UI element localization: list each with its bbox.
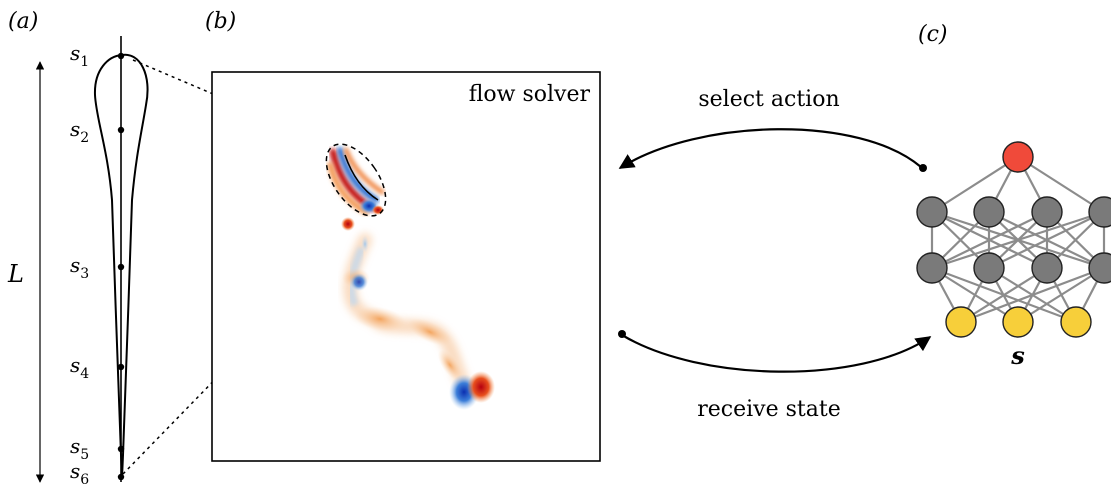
panel-b: (b) flow solver xyxy=(205,9,601,462)
network-edge xyxy=(988,211,1105,269)
network-edge xyxy=(931,266,1077,324)
interaction-arrows: select action receive state xyxy=(618,87,932,422)
hidden-node xyxy=(973,196,1005,228)
station-dot xyxy=(117,126,125,134)
hidden-node xyxy=(916,196,948,228)
panel-c-label: (c) xyxy=(918,22,948,47)
hidden-node xyxy=(1088,252,1111,284)
flow-domain-frame xyxy=(211,71,601,462)
fish-vorticity xyxy=(327,147,385,215)
panel-c: (c) s xyxy=(916,22,1111,370)
panel-b-label: (b) xyxy=(205,9,236,34)
network-edge xyxy=(931,267,1019,323)
vortex-wake xyxy=(341,217,475,397)
input-node xyxy=(1002,306,1034,338)
station-dot xyxy=(117,363,125,371)
network-nodes xyxy=(916,141,1111,338)
station-label: s5 xyxy=(70,434,89,463)
network-edge xyxy=(1017,156,1105,213)
station-label: s3 xyxy=(70,253,89,282)
station-label: s1 xyxy=(70,41,89,70)
network-edge xyxy=(931,211,1048,269)
network-edge xyxy=(988,267,1077,323)
hidden-node xyxy=(1031,252,1063,284)
select-action-origin-dot xyxy=(919,164,927,172)
body-length-label: L xyxy=(7,260,24,288)
station-label: s6 xyxy=(70,459,89,488)
station-dot xyxy=(117,473,125,481)
station-dot xyxy=(117,52,125,60)
input-node xyxy=(945,306,977,338)
panel-a: (a) L s1 s2 s3 s4 s5 s6 xyxy=(7,9,149,488)
output-node xyxy=(1002,141,1034,173)
zoom-ellipse xyxy=(325,143,387,217)
station-label: s2 xyxy=(70,117,89,146)
vortex-dipole xyxy=(449,371,495,410)
input-node xyxy=(1060,306,1092,338)
hidden-node xyxy=(916,252,948,284)
network-edge xyxy=(931,210,1105,270)
station-dot xyxy=(117,445,125,453)
hidden-node xyxy=(973,252,1005,284)
receive-state-label: receive state xyxy=(697,397,840,422)
select-action-arrow xyxy=(618,128,922,169)
hidden-node xyxy=(1088,196,1111,228)
station-label: s4 xyxy=(70,353,89,382)
receive-state-origin-dot xyxy=(618,330,626,338)
station-dot xyxy=(117,263,125,271)
select-action-label: select action xyxy=(698,87,839,112)
state-label: s xyxy=(1010,341,1025,370)
panel-a-label: (a) xyxy=(8,9,38,34)
network-edges xyxy=(930,156,1106,324)
network-edge xyxy=(931,156,1019,213)
flow-solver-label: flow solver xyxy=(469,82,591,107)
zoom-line-top xyxy=(132,59,339,148)
hidden-node xyxy=(1031,196,1063,228)
receive-state-arrow xyxy=(621,334,932,373)
